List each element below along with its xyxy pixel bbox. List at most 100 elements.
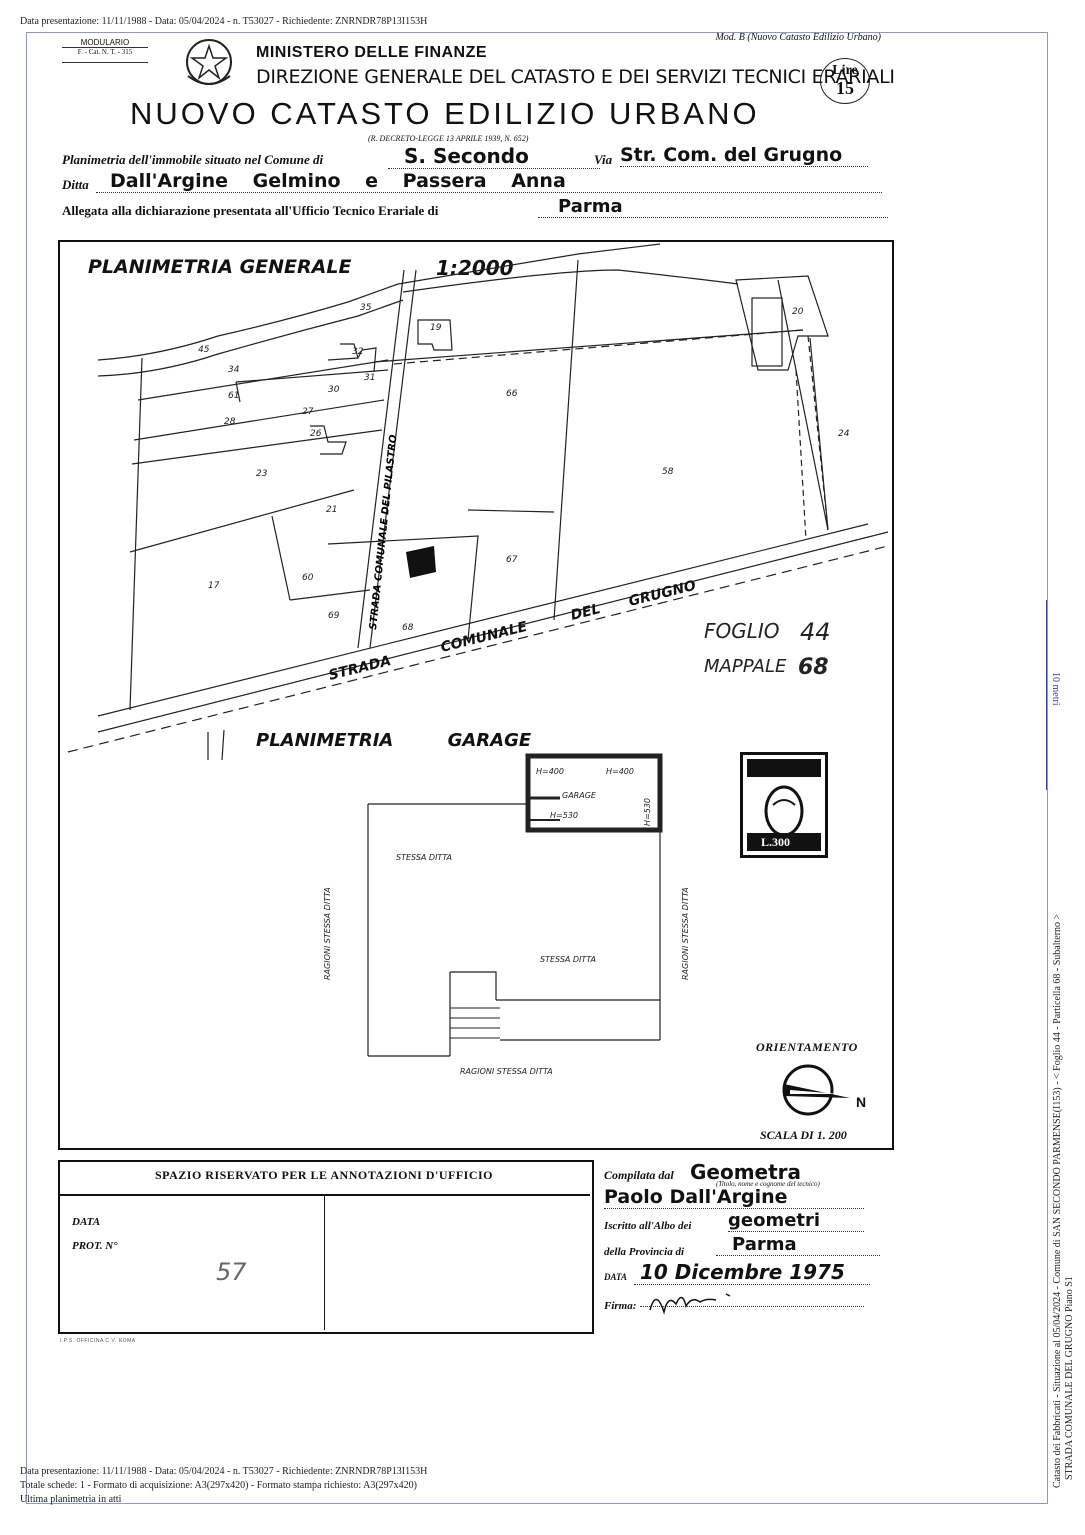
parcel-label: 21 [326,505,337,515]
scale-label: SCALA DI 1. 200 [760,1128,847,1142]
parcel-label: 35 [360,303,372,313]
parcel-label: 69 [328,611,340,621]
modulario-code: F. - Cat. N. T. - 315 [77,48,133,56]
side-note: Catasto dei Fabbricati - Situazione al 0… [1052,913,1063,1488]
ragioni-bottom: RAGIONI STESSA DITTA [460,1067,553,1076]
parcel-label: 19 [430,323,442,333]
office-box-column-divider [324,1194,325,1330]
drawing-frame [58,240,894,1150]
date-label: DATA [604,1272,628,1282]
signature-icon [649,1293,731,1315]
ragioni-left: RAGIONI STESSA DITTA [323,887,332,980]
office-box-title: SPAZIO RISERVATO PER LE ANNOTAZIONI D'UF… [154,1168,494,1182]
garage-h2: H=400 [606,767,634,776]
revenue-stamp: L.300 [740,752,828,858]
footer-line-1: Data presentazione: 11/11/1988 - Data: 0… [20,1466,428,1477]
albo-value: geometri [728,1210,864,1232]
road-main-word: GRUGNO [627,578,698,610]
albo-label: Iscritto all'Albo dei [604,1220,692,1232]
side-note-2: STRADA COMUNALE DEL GRUGNO Piano S1 [1064,1276,1075,1480]
office-annotations-box [58,1160,594,1334]
ditta-label: Ditta [62,177,89,192]
parcel-label: 45 [198,345,210,355]
compilata-title: Geometra [690,1160,802,1184]
scale-bar [1046,600,1047,790]
office-prot-label: PROT. N° [72,1240,118,1252]
general-plan-drawing: 35 19 20 45 32 34 31 30 61 27 28 26 66 2… [67,243,889,761]
firma-line [640,1306,864,1307]
provincia-value: Parma [716,1234,880,1256]
foglio-value: 44 [800,618,831,646]
parcel-label: 27 [302,407,314,417]
via-value: Str. Com. del Grugno [620,144,868,167]
garage-h1: H=400 [536,767,564,776]
firma-label: Firma: [604,1300,637,1312]
parcel-label: 58 [662,467,674,477]
ministry-title: MINISTERO DELLE FINANZE [256,44,488,61]
garage-h3: H=530 [550,811,578,820]
scale-bar-label: 10 metri [1050,672,1061,706]
parcel-label: 68 [402,623,414,633]
plan-garage-title: PLANIMETRIA GARAGE [256,730,532,751]
lire-value: 15 [836,78,854,98]
parcel-label: 66 [506,389,518,399]
parcel-label: 20 [792,307,804,317]
compilata-label: Compilata dal [604,1168,674,1182]
compilata-name: Paolo Dall'Argine [604,1186,864,1209]
decree-note: (R. DECRETO-LEGGE 13 APRILE 1939, N. 652… [368,134,529,143]
road-main-word: COMUNALE [439,619,529,656]
comune-value: S. Secondo [388,144,600,169]
printer-note: I.P.S. OFFICINA C.V. ROMA [60,1338,136,1344]
stamp-value: L.300 [761,835,791,849]
parcel-label: 32 [352,347,364,357]
mod-b-label: Mod. B (Nuovo Catasto Edilizio Urbano) [715,32,881,43]
road-pilastro-label: STRADA COMUNALE DEL PILASTRO [368,434,399,631]
parcel-label: 26 [310,429,322,439]
parcel-label: 31 [364,373,375,383]
allegata-label: Allegata alla dichiarazione presentata a… [62,203,439,218]
office-data-label: DATA [72,1216,101,1228]
garage-room-label: GARAGE [562,791,597,800]
catasto-title: NUOVO CATASTO EDILIZIO URBANO [130,96,760,131]
stamp-portrait-icon [747,759,821,851]
garage-plan-drawing: H=400 H=400 GARAGE H=530 H=530 STESSA DI… [323,753,690,1076]
parcel-label: 60 [302,573,314,583]
parcel-label: 61 [228,391,239,401]
modulario-title: MODULARIO [62,38,148,48]
parcel-label: 28 [224,417,236,427]
north-label: N [856,1094,867,1110]
parcel-label: 34 [228,365,240,375]
parcel-label: 67 [506,555,518,565]
provincia-label: della Provincia di [604,1246,685,1258]
compilata-subnote: (Titolo, nome e cognome del tecnico) [716,1180,820,1188]
direction-title: DIREZIONE GENERALE DEL CATASTO E DEI SER… [256,66,895,88]
plan-general-title: PLANIMETRIA GENERALE [88,256,352,278]
road-main-word: STRADA [327,653,393,684]
ragioni-right: RAGIONI STESSA DITTA [681,887,690,980]
via-label: Via [594,152,613,167]
page-frame [26,32,1048,1504]
garage-h4: H=530 [643,798,652,826]
date-value: 10 Dicembre 1975 [634,1260,870,1285]
lire-label: Lire [832,63,858,78]
parcel-label: 24 [838,429,850,439]
header-presentation: Data presentazione: 11/11/1988 - Data: 0… [20,16,428,27]
parcel-label: 17 [208,581,220,591]
office-number: 57 [216,1258,247,1286]
emblem-icon [186,39,232,85]
stessa-ditta-center: STESSA DITTA [540,955,596,964]
ufficio-value: Parma [538,196,888,218]
compass-icon [782,1064,850,1116]
stessa-ditta-top: STESSA DITTA [396,853,452,862]
mappale-value: 68 [798,655,829,680]
footer-line-2: Totale schede: 1 - Formato di acquisizio… [20,1480,417,1491]
mappale-label: MAPPALE [704,656,787,677]
footer-line-3: Ultima planimetria in atti [20,1494,122,1505]
planimetria-label: Planimetria dell'immobile situato nel Co… [62,152,324,167]
ditta-value: Dall'Argine Gelmino e Passera Anna [96,170,882,193]
foglio-label: FOGLIO [704,619,780,643]
lire-badge: Lire 15 [820,58,870,104]
orientamento-label: ORIENTAMENTO [756,1040,858,1054]
modulario-box: MODULARIO F. - Cat. N. T. - 315 [62,38,148,63]
parcel-label: 23 [256,469,268,479]
